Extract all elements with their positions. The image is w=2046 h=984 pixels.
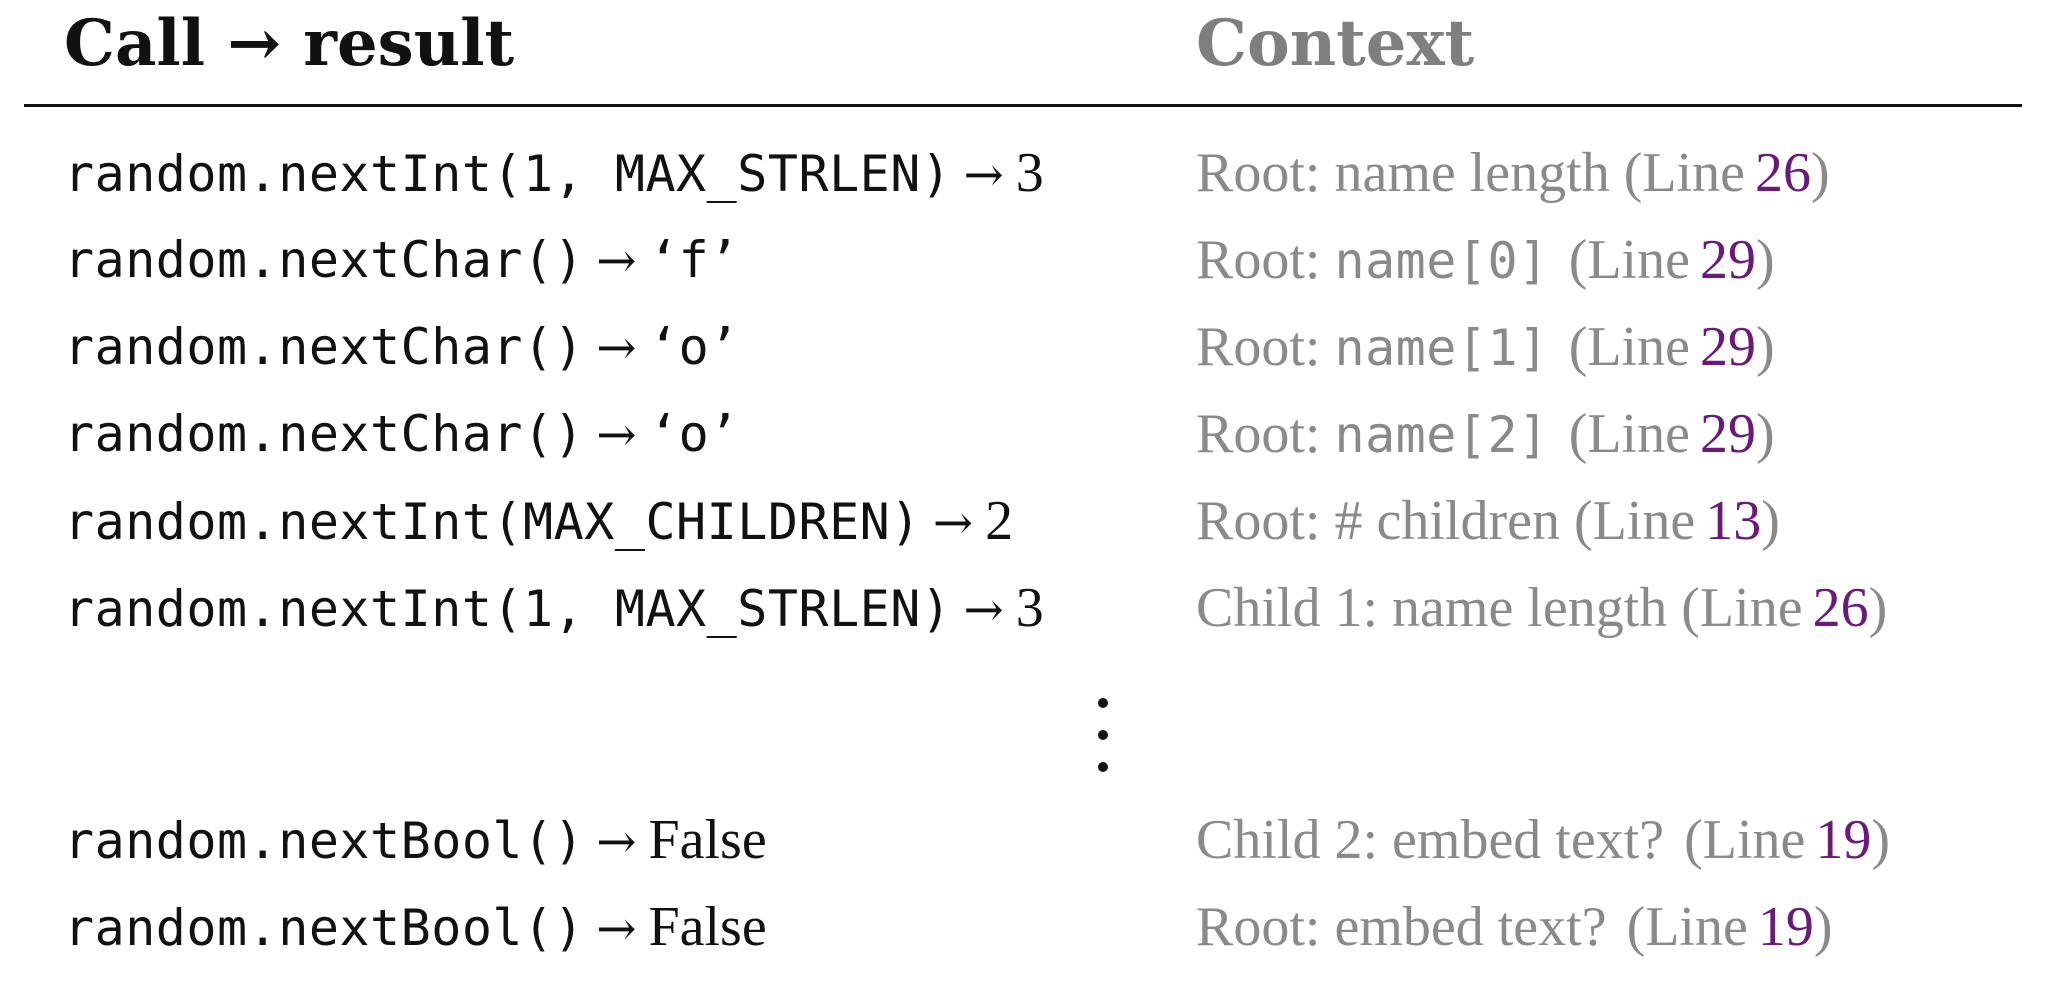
line-number: 26 <box>1812 577 1869 639</box>
line-open: (Line <box>1568 229 1690 291</box>
table-row: random.nextInt(MAX_CHILDREN)→2 Root: # c… <box>0 478 2046 565</box>
line-open: (Line <box>1573 490 1696 552</box>
line-number: 19 <box>1757 896 1814 958</box>
line-close: ) <box>1755 316 1775 378</box>
call-expression: random.nextChar() <box>64 231 585 289</box>
call-expression: random.nextChar() <box>64 318 585 376</box>
line-close: ) <box>1755 403 1775 465</box>
table-row: random.nextChar()→‘o’ Root: name[2] (Line… <box>0 391 2046 478</box>
header-rule <box>24 104 2022 107</box>
context-text: Child 1: name length <box>1196 577 1668 639</box>
line-open: (Line <box>1568 316 1690 378</box>
call-cell: random.nextChar()→‘o’ <box>64 391 739 478</box>
context-text: Root: <box>1196 403 1321 465</box>
context-text: Root: name length <box>1196 142 1610 204</box>
line-open: (Line <box>1626 896 1748 958</box>
call-result: ‘o’ <box>648 318 739 376</box>
context-text: Root: embed text? <box>1196 896 1607 958</box>
call-result: 2 <box>985 490 1014 552</box>
line-open: (Line <box>1623 142 1745 204</box>
context-column-header: Context <box>1196 6 1475 81</box>
call-cell: random.nextBool()→False <box>64 884 767 971</box>
line-open: (Line <box>1684 809 1806 871</box>
context-code: name[1] <box>1334 319 1549 377</box>
call-result: ‘o’ <box>648 405 739 463</box>
line-number: 26 <box>1755 142 1811 204</box>
line-number: 19 <box>1815 809 1872 871</box>
arrow-icon: → <box>596 407 637 463</box>
line-close: ) <box>1868 577 1888 639</box>
arrow-icon: → <box>596 901 637 957</box>
call-expression: random.nextChar() <box>64 405 585 463</box>
context-text: Root: <box>1196 229 1321 291</box>
call-expression: random.nextInt(1, MAX_STRLEN) <box>64 145 952 203</box>
table-row: random.nextChar()→‘f’ Root: name[0] (Line… <box>0 217 2046 304</box>
table-row: random.nextBool()→False Child 2: embed t… <box>0 797 2046 884</box>
call-expression: random.nextInt(MAX_CHILDREN) <box>64 493 921 551</box>
ellipsis-dot <box>1098 730 1108 740</box>
context-text: Root: <box>1196 316 1321 378</box>
table-row: random.nextBool()→False Root: embed text… <box>0 884 2046 971</box>
call-result-column-header: Call → result <box>64 6 515 81</box>
line-number: 13 <box>1705 490 1762 552</box>
call-cell: random.nextBool()→False <box>64 797 767 884</box>
call-expression: random.nextBool() <box>64 899 585 957</box>
line-open: (Line <box>1568 403 1690 465</box>
table-row: random.nextInt(1, MAX_STRLEN)→3 Root: na… <box>0 130 2046 217</box>
table-row: random.nextInt(1, MAX_STRLEN)→3 Child 1:… <box>0 565 2046 652</box>
ellipsis-dot <box>1098 698 1108 708</box>
call-expression: random.nextInt(1, MAX_STRLEN) <box>64 580 952 638</box>
call-cell: random.nextInt(1, MAX_STRLEN)→3 <box>64 565 1044 652</box>
call-expression: random.nextBool() <box>64 812 585 870</box>
line-close: ) <box>1871 809 1891 871</box>
context-code: name[0] <box>1334 232 1549 290</box>
line-number: 29 <box>1699 403 1756 465</box>
table-row: random.nextChar()→‘o’ Root: name[1] (Line… <box>0 304 2046 391</box>
call-cell: random.nextChar()→‘o’ <box>64 304 739 391</box>
vertical-ellipsis-icon <box>1092 690 1116 786</box>
table-header: Call → result Context <box>0 0 2046 108</box>
context-code: name[2] <box>1334 406 1549 464</box>
line-close: ) <box>1813 896 1833 958</box>
context-text: Root: # children <box>1196 490 1560 552</box>
line-close: ) <box>1811 142 1830 204</box>
line-number: 29 <box>1699 316 1756 378</box>
arrow-icon: → <box>963 147 1004 203</box>
call-result: ‘f’ <box>648 231 739 289</box>
line-close: ) <box>1755 229 1775 291</box>
call-cell: random.nextInt(MAX_CHILDREN)→2 <box>64 478 1013 565</box>
line-open: (Line <box>1681 577 1803 639</box>
call-cell: random.nextInt(1, MAX_STRLEN)→3 <box>64 130 1044 217</box>
ellipsis-dot <box>1098 762 1108 772</box>
call-result: 3 <box>1015 577 1044 639</box>
call-result: False <box>648 809 767 871</box>
arrow-icon: → <box>932 495 974 551</box>
context-text: Child 2: embed text? <box>1196 809 1665 871</box>
line-number: 29 <box>1699 229 1756 291</box>
arrow-icon: → <box>596 233 637 289</box>
line-close: ) <box>1761 490 1780 552</box>
call-cell: random.nextChar()→‘f’ <box>64 217 739 304</box>
arrow-icon: → <box>596 320 637 376</box>
arrow-icon: → <box>596 814 637 870</box>
arrow-icon: → <box>963 582 1004 638</box>
call-result: False <box>648 896 767 958</box>
call-result: 3 <box>1015 142 1044 204</box>
